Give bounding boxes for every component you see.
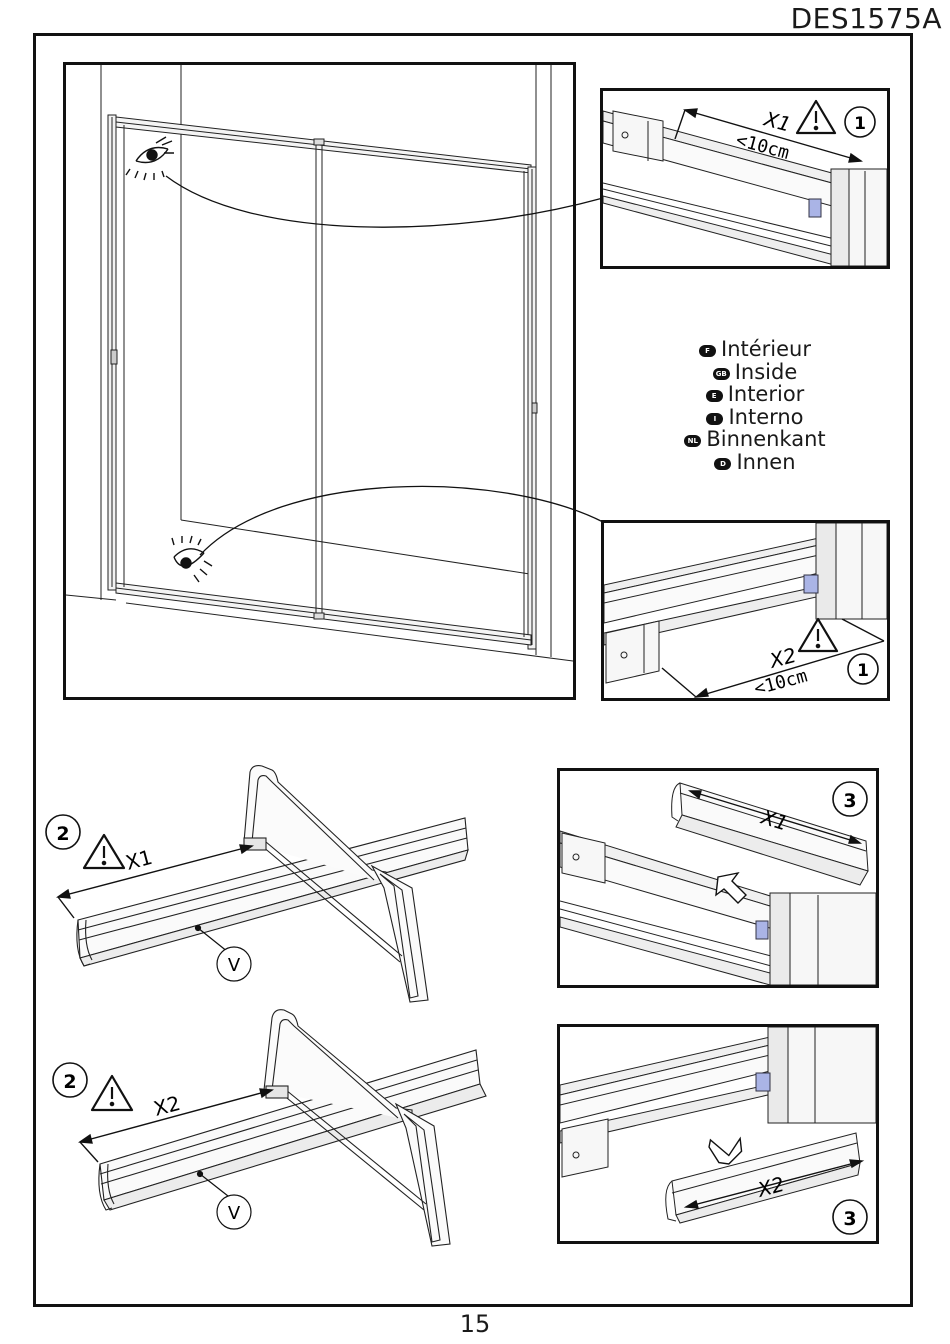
hacksaw-icon [243, 765, 429, 1003]
lang-badge-icon: E [705, 390, 723, 402]
eye-icon [125, 136, 174, 181]
fit-bottom-panel: X2 3 [557, 1024, 879, 1244]
measure-label: X2 [151, 1091, 183, 1121]
language-legend: F Intérieur GB Inside E Interior I Interno N… [600, 338, 910, 473]
legend-label: Binnenkant [706, 427, 826, 451]
fit-bottom-drawing: X2 3 [560, 1027, 876, 1235]
arrow-icon [715, 871, 747, 904]
fit-top-drawing: X1 3 [560, 781, 876, 985]
bottom-rail-detail-drawing: X2 <10cm 1 [604, 523, 887, 698]
step-number: 2 [63, 1071, 76, 1093]
step-number: 1 [857, 661, 869, 681]
legend-row-it: I Interno [600, 404, 910, 429]
legend-label: Interno [728, 404, 804, 429]
fit-top-panel: X1 3 [557, 768, 879, 988]
lang-badge-icon: F [699, 345, 716, 357]
detail-bottom-panel: X2 <10cm 1 [601, 520, 890, 701]
legend-row-de: D Innen [600, 449, 910, 474]
lang-badge-icon: D [714, 457, 732, 470]
document-code: DES1575A [790, 2, 942, 35]
page-number: 15 [459, 1310, 491, 1338]
lang-badge-icon: NL [684, 435, 702, 447]
legend-row-gb: GB Inside [600, 359, 910, 384]
legend-label: Interior [727, 382, 805, 406]
enclosure-view-panel [63, 62, 576, 700]
lang-badge-icon: I [706, 412, 724, 425]
lang-badge-icon: GB [712, 367, 730, 380]
step-number: 3 [843, 790, 856, 812]
legend-row-fr: F Intérieur [600, 338, 910, 361]
part-label: V [228, 1203, 241, 1224]
page-frame [33, 33, 913, 1307]
step-number: 3 [843, 1208, 856, 1230]
legend-row-nl: NL Binnenkant [600, 428, 910, 451]
enclosure-drawing [66, 65, 573, 662]
warning-icon [795, 99, 837, 135]
legend-label: Innen [736, 449, 796, 474]
step-number: 2 [56, 823, 69, 845]
legend-row-es: E Interior [600, 383, 910, 406]
step-number: 1 [854, 114, 866, 134]
legend-label: Intérieur [721, 337, 811, 361]
step-badge [844, 106, 876, 138]
part-label: V [228, 955, 241, 976]
legend-label: Inside [734, 359, 798, 384]
detail-top-panel: X1 <10cm 1 [600, 88, 890, 269]
top-rail-detail-drawing: X1 <10cm 1 [603, 99, 887, 266]
